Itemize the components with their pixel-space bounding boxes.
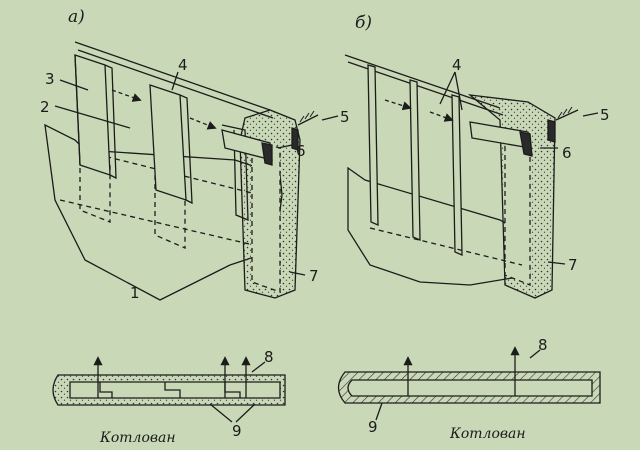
panel-a: [44, 41, 339, 301]
section-a-8: 8: [264, 348, 274, 366]
section-a: [52, 356, 286, 423]
callout-a-7: 7: [309, 267, 319, 285]
panel-a-label: а): [68, 7, 85, 27]
section-b-9: 9: [368, 418, 378, 436]
section-a-caption: Котлован: [99, 430, 176, 446]
callout-b-5: 5: [600, 106, 610, 124]
section-b-8: 8: [538, 336, 548, 354]
callout-a-2: 2: [40, 98, 50, 116]
wall-panel-b3: [451, 94, 463, 256]
callout-a-4: 4: [178, 56, 188, 74]
section-a-9: 9: [232, 422, 242, 440]
callout-a-1: 1: [130, 284, 140, 302]
callout-a-6: 6: [296, 142, 306, 160]
callout-b-7: 7: [568, 256, 578, 274]
callout-b-6: 6: [562, 144, 572, 162]
panel-b: [344, 54, 599, 299]
section-b: [337, 346, 601, 421]
wall-panel-mid: [149, 84, 187, 201]
callout-a-5: 5: [340, 108, 350, 126]
panel-b-label: б): [355, 13, 372, 33]
wall-panel-b2: [409, 79, 421, 241]
wall-panel-b1: [367, 64, 379, 226]
callout-b-4: 4: [452, 56, 462, 74]
callout-a-3: 3: [45, 70, 55, 88]
section-b-caption: Котлован: [449, 426, 526, 442]
